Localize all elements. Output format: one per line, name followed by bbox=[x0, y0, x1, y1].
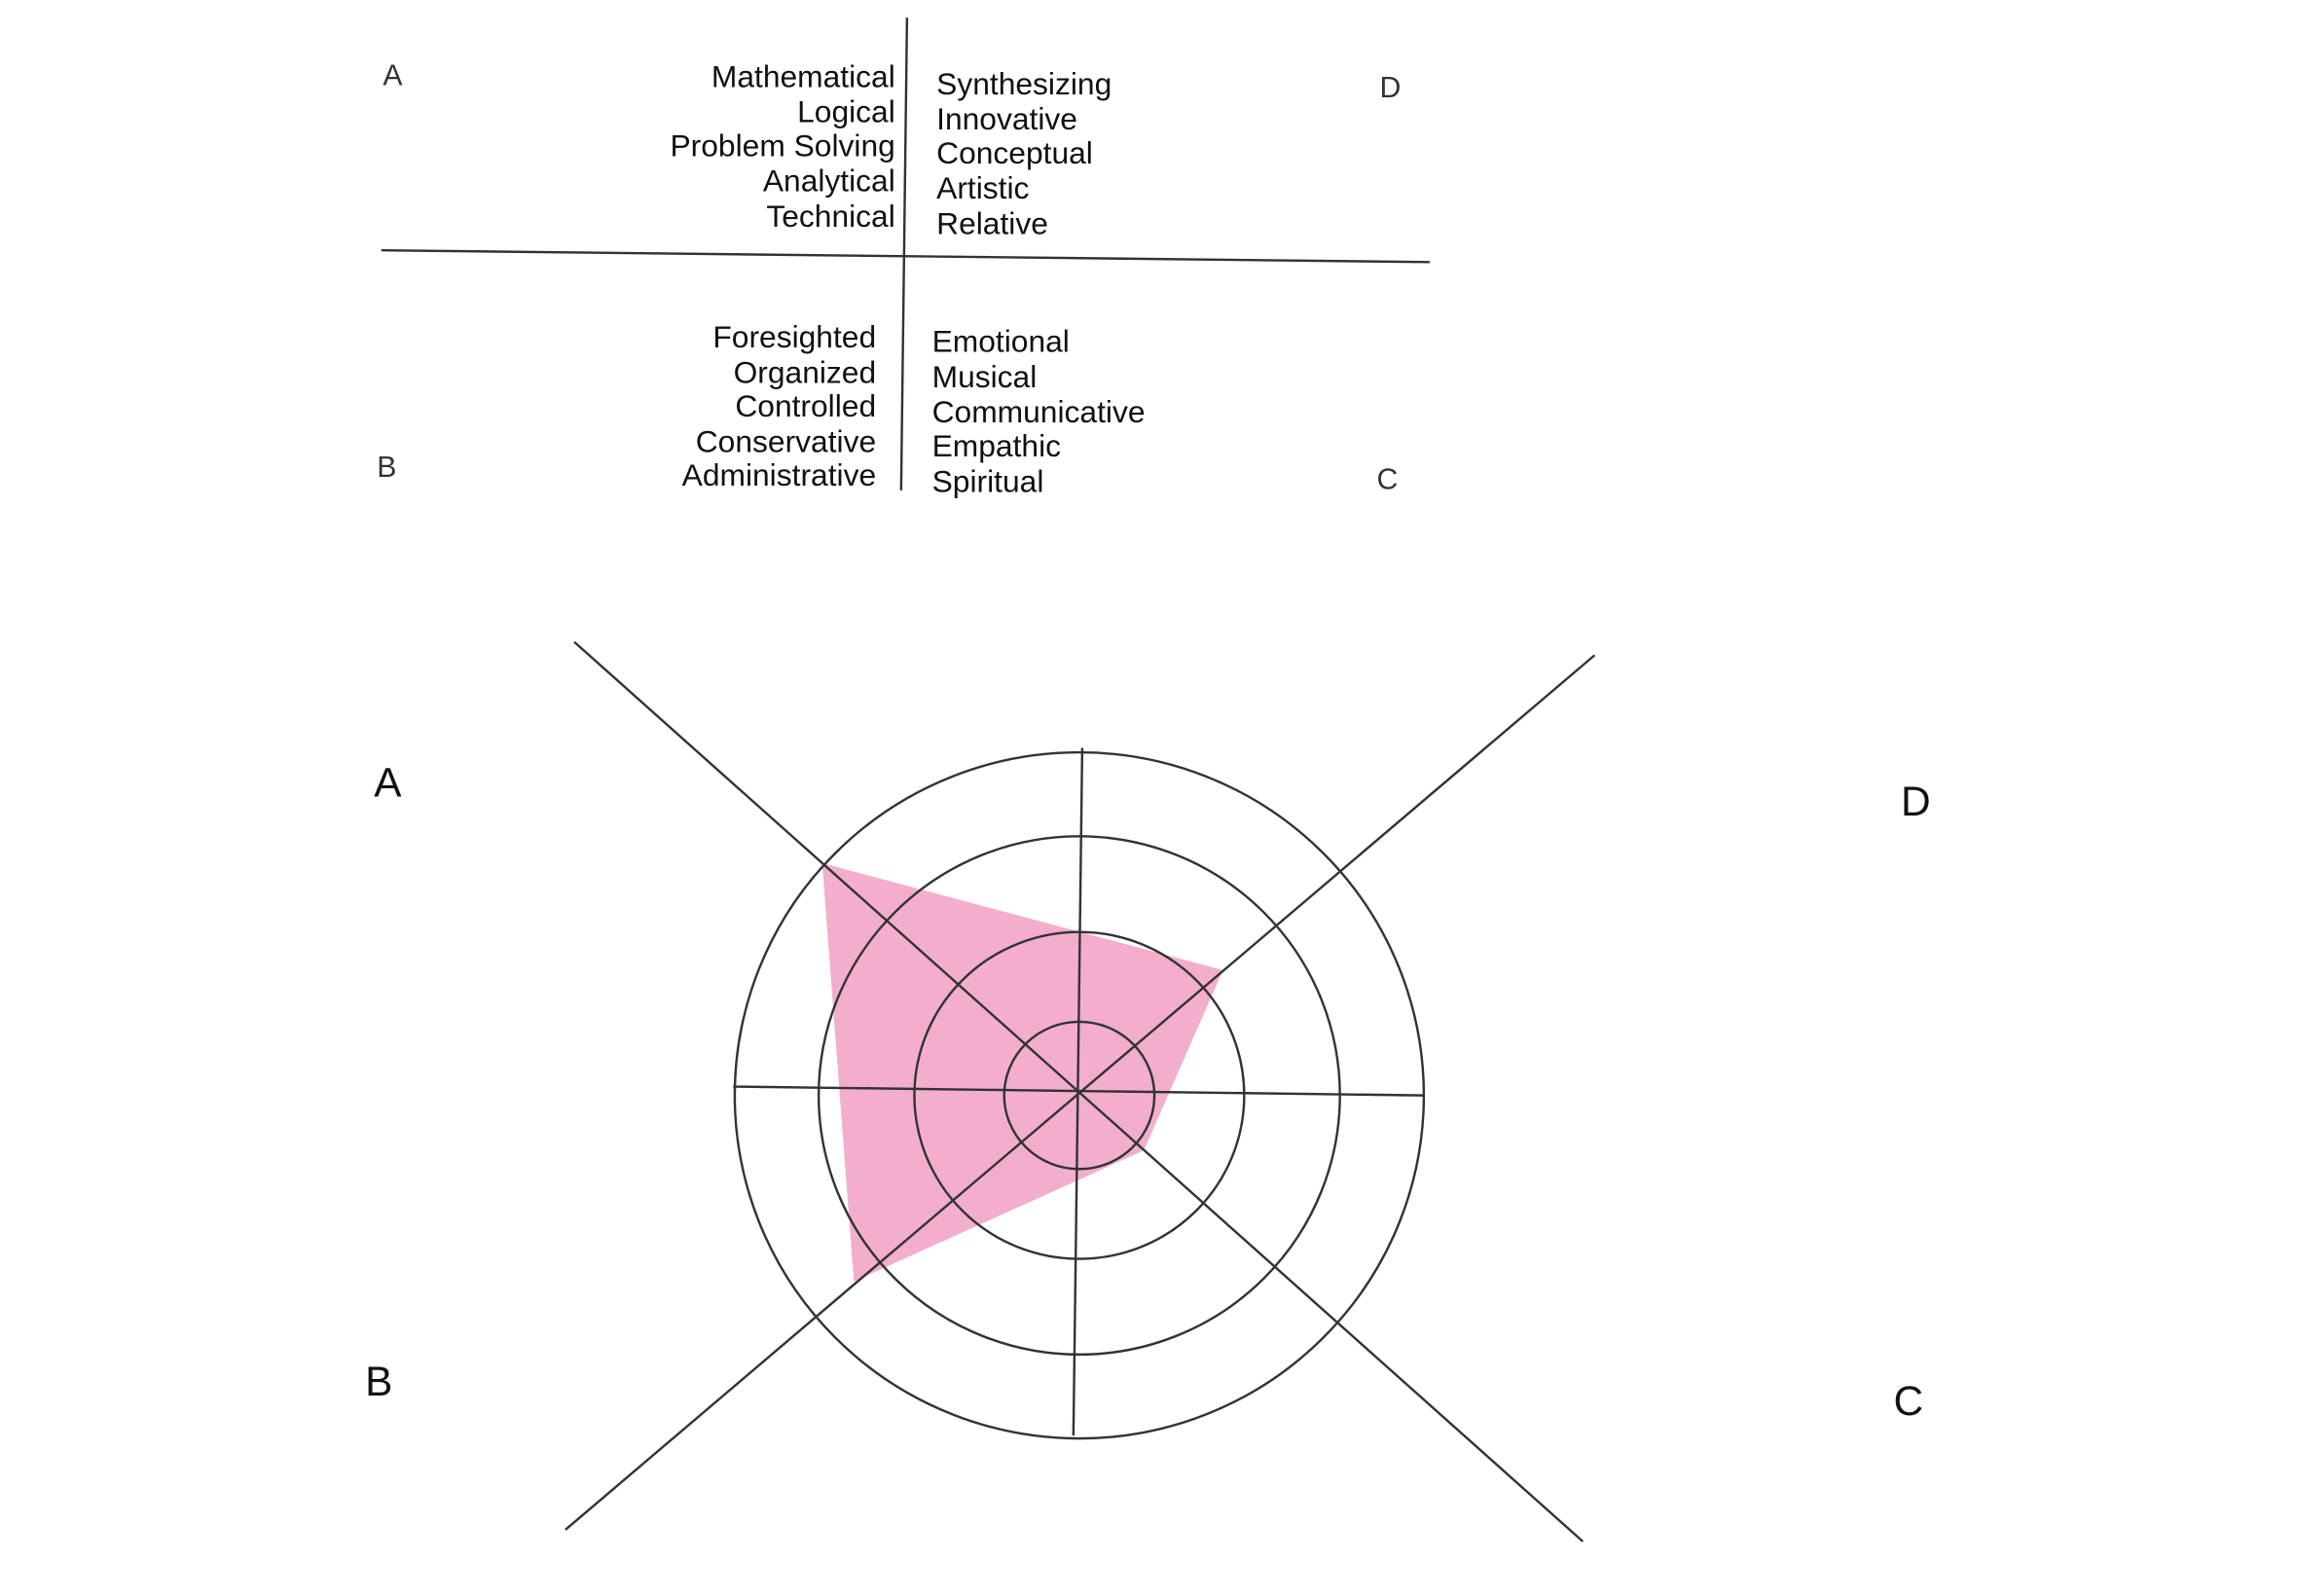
word: Musical bbox=[932, 359, 1038, 394]
radar-label-d: D bbox=[1901, 779, 1931, 824]
word: Administrative bbox=[682, 457, 876, 492]
word: Conservative bbox=[696, 423, 876, 458]
word: Logical bbox=[797, 94, 895, 129]
word: Emotional bbox=[932, 324, 1070, 359]
word: Synthesizing bbox=[936, 66, 1112, 101]
key-label-b: B bbox=[377, 452, 396, 484]
word: Artistic bbox=[936, 170, 1029, 205]
radar-label-a: A bbox=[374, 759, 402, 805]
word: Conceptual bbox=[936, 135, 1093, 170]
word: Organized bbox=[734, 354, 877, 389]
word: Spiritual bbox=[932, 463, 1044, 498]
quadrant-a-words: Mathematical Logical Problem Solving Ana… bbox=[671, 58, 895, 234]
word: Relative bbox=[936, 206, 1048, 241]
radar-label-b: B bbox=[365, 1359, 392, 1404]
axis-vertical bbox=[1072, 747, 1084, 1436]
key-label-a: A bbox=[383, 60, 403, 92]
key-vertical-divider bbox=[899, 18, 909, 490]
word: Innovative bbox=[936, 101, 1077, 136]
radar-chart: A D B C bbox=[365, 640, 1931, 1542]
profile-area bbox=[821, 862, 1223, 1282]
word: Problem Solving bbox=[671, 127, 895, 163]
radar-label-c: C bbox=[1893, 1378, 1923, 1424]
word: Communicative bbox=[932, 394, 1146, 429]
word: Foresighted bbox=[712, 319, 876, 354]
axis-b-d bbox=[565, 654, 1596, 1531]
word: Analytical bbox=[763, 163, 895, 199]
key-horizontal-divider bbox=[381, 248, 1430, 264]
quadrant-d-words: Synthesizing Innovative Conceptual Artis… bbox=[936, 66, 1112, 241]
word: Mathematical bbox=[711, 58, 895, 93]
key-label-c: C bbox=[1376, 463, 1398, 495]
quadrant-b-words: Foresighted Organized Controlled Conserv… bbox=[682, 319, 876, 492]
word: Technical bbox=[766, 199, 894, 234]
quadrant-key: A D B C Mathematical Logical Problem Sol… bbox=[377, 18, 1430, 498]
word: Empathic bbox=[932, 428, 1062, 463]
quadrant-c-words: Emotional Musical Communicative Empathic… bbox=[932, 324, 1146, 499]
key-label-d: D bbox=[1380, 72, 1402, 104]
word: Controlled bbox=[735, 388, 876, 423]
